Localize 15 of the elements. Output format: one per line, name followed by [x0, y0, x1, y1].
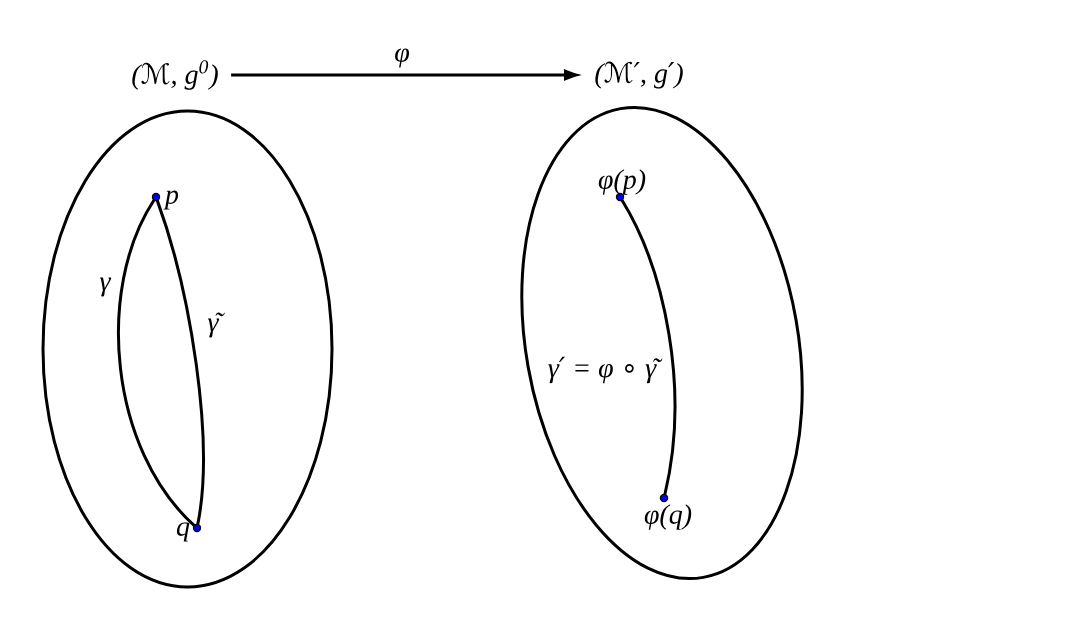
- curve: [155, 199, 205, 525]
- math-label: (ℳ, g$^{0}$): [132, 60, 218, 90]
- curve: [117, 199, 196, 527]
- edge-label: φ: [392, 46, 412, 70]
- arrow: [231, 69, 582, 81]
- point-label: φ(q): [644, 504, 692, 530]
- math-label: (ℳ′, g′): [595, 61, 683, 89]
- curve: [620, 199, 677, 495]
- edge-label: γ: [97, 275, 113, 299]
- point-label: φ(p): [598, 169, 646, 195]
- edge-label: γ′ = φ ∘ γ̃: [545, 354, 663, 386]
- point-label: p: [163, 190, 179, 210]
- point-label: q: [176, 522, 190, 542]
- ellipse: [41, 109, 334, 589]
- edge-label: γ̃: [205, 310, 225, 340]
